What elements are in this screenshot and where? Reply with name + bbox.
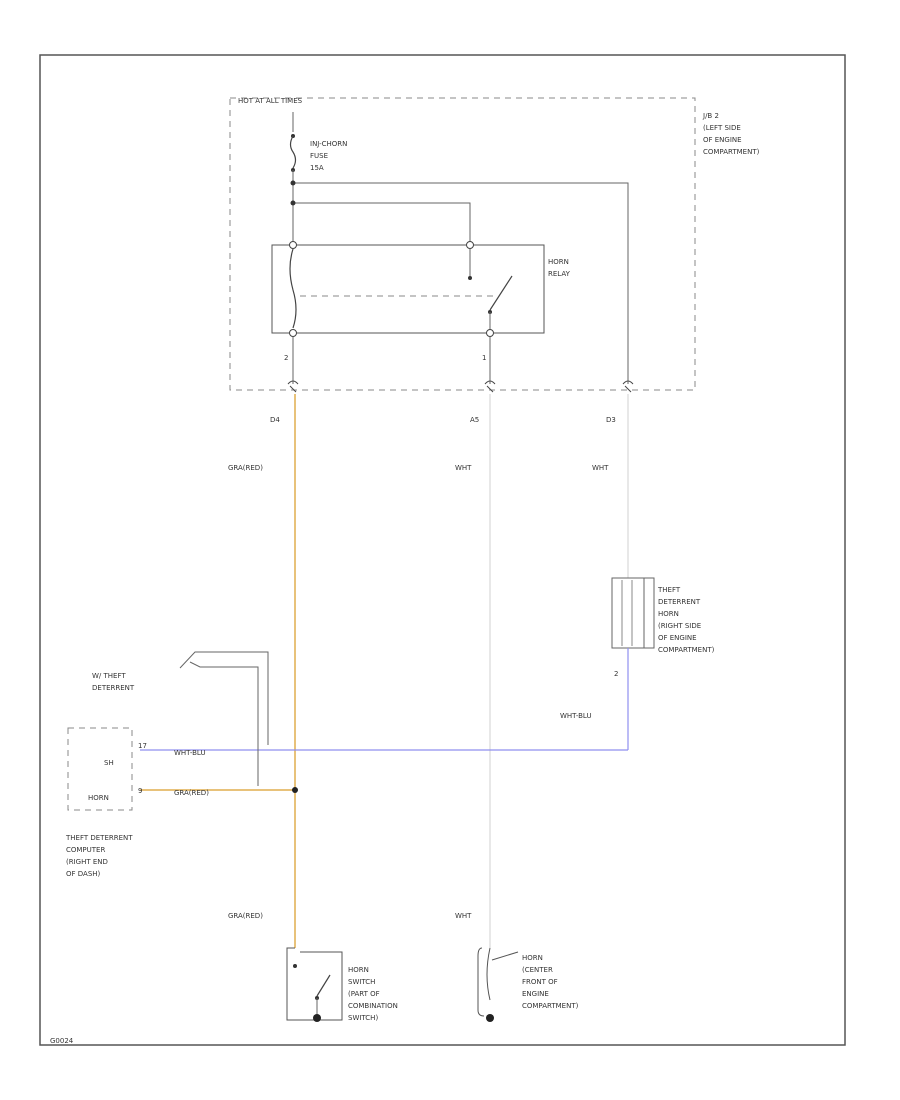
w-theft-note-leader — [179, 651, 269, 745]
horn-switch-label-3: (PART OF — [348, 990, 380, 998]
horn-switch-label-2: SWITCH — [348, 978, 375, 986]
horn-relay-coil — [289, 241, 297, 337]
horn-relay-label-1: HORN — [548, 258, 569, 266]
wire-label-wht-middle: WHT — [455, 464, 472, 472]
computer-pin-horn: HORN — [88, 794, 109, 802]
diagram-code: G0024 — [50, 1037, 74, 1045]
computer-label-2: COMPUTER — [66, 846, 105, 854]
computer-label-4: OF DASH) — [66, 870, 101, 878]
fuse-label-3: 15A — [310, 164, 324, 172]
fuse-label-1: INJ-CHORN — [310, 140, 347, 148]
horn-label-2: (CENTER — [522, 966, 553, 974]
computer-label-3: (RIGHT END — [66, 858, 108, 866]
theft-horn-label-6: COMPARTMENT) — [658, 646, 715, 654]
theft-horn-label-4: (RIGHT SIDE — [658, 622, 701, 630]
junction-block-name-3: OF ENGINE — [703, 136, 742, 144]
wire-label-wht-blu-computer: WHT-BLU — [174, 749, 206, 757]
junction-block-name-1: J/B 2 — [702, 112, 719, 120]
theft-horn-label-1: THEFT — [657, 586, 681, 594]
wire-label-wht-blu: WHT-BLU — [560, 712, 592, 720]
connector-a5 — [484, 380, 496, 393]
computer-label-1: THEFT DETERRENT — [65, 834, 133, 842]
fuse-symbol — [289, 112, 297, 242]
wire-label-gra-red-computer: GRA(RED) — [174, 789, 209, 797]
computer-pin-17: 17 — [138, 742, 147, 750]
computer-pin-sh: SH — [104, 759, 114, 767]
horn-label-4: ENGINE — [522, 990, 549, 998]
horn-switch-label-5: SWITCH) — [348, 1014, 378, 1022]
w-theft-label-2: DETERRENT — [92, 684, 135, 692]
diagram-frame — [39, 54, 846, 1046]
wire-label-wht-bottom: WHT — [455, 912, 472, 920]
horn-relay-label-2: RELAY — [548, 270, 571, 278]
horn-relay-box — [271, 244, 545, 334]
horn-switch-symbol — [286, 947, 343, 1022]
connector-d4 — [287, 380, 299, 393]
connector-d3 — [622, 380, 634, 393]
theft-horn-label-5: OF ENGINE — [658, 634, 697, 642]
wire-label-gra-red-top: GRA(RED) — [228, 464, 263, 472]
theft-deterrent-computer-box — [67, 727, 133, 811]
junction-block-name-4: COMPARTMENT) — [703, 148, 760, 156]
horn-relay-switch — [466, 241, 513, 337]
horn-label-5: COMPARTMENT) — [522, 1002, 579, 1010]
horn-label-3: FRONT OF — [522, 978, 558, 986]
theft-horn-pin: 2 — [614, 670, 618, 678]
connector-label-d4: D4 — [270, 416, 280, 424]
wire-label-wht-right: WHT — [592, 464, 609, 472]
w-theft-label-1: W/ THEFT — [92, 672, 126, 680]
fuse-label-2: FUSE — [310, 152, 328, 160]
horn-symbol — [477, 947, 519, 1022]
computer-pin-9: 9 — [138, 787, 142, 795]
splice-point — [292, 787, 298, 793]
theft-deterrent-horn-symbol — [611, 577, 655, 649]
fuse-branch-wires — [293, 182, 629, 384]
connector-label-a5: A5 — [470, 416, 479, 424]
junction-block-header: HOT AT ALL TIMES — [238, 97, 303, 105]
splice-point — [290, 200, 296, 206]
theft-horn-label-3: HORN — [658, 610, 679, 618]
w-theft-note-leader-2 — [189, 661, 259, 786]
wire-label-gra-red-bottom: GRA(RED) — [228, 912, 263, 920]
pin-middle: 1 — [482, 354, 486, 362]
junction-block-name-2: (LEFT SIDE — [703, 124, 741, 132]
theft-horn-label-2: DETERRENT — [658, 598, 701, 606]
junction-block-outline — [229, 97, 696, 391]
splice-point — [290, 180, 296, 186]
connector-label-d3: D3 — [606, 416, 616, 424]
horn-switch-label-1: HORN — [348, 966, 369, 974]
pin-left: 2 — [284, 354, 288, 362]
horn-label-1: HORN — [522, 954, 543, 962]
horn-switch-label-4: COMBINATION — [348, 1002, 398, 1010]
